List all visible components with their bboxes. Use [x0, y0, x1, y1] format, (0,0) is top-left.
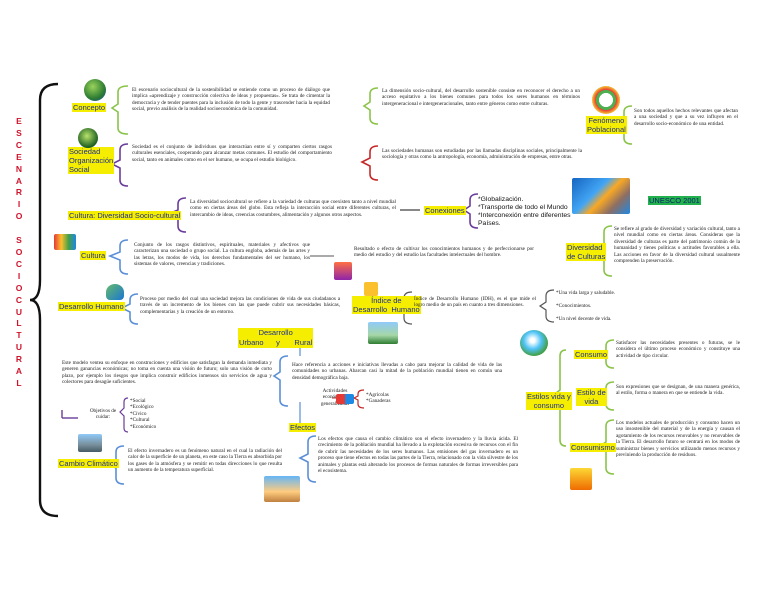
label-diversidad-culturas: Diversidad de Culturas: [566, 243, 607, 261]
side-title-letter: A: [15, 366, 23, 377]
text-sociedad: Sociedad es el conjunto de individuos qu…: [132, 144, 332, 163]
side-title-letter: N: [15, 163, 23, 174]
side-title-letter: O: [15, 211, 23, 222]
bracket-efectos: [298, 435, 317, 483]
text-resultado: Resultado o efecto de cultivar los conoc…: [354, 246, 534, 259]
hands-globe-picture: [520, 330, 548, 356]
bracket-concepto: [110, 85, 129, 135]
text-idh-list: *Una vida larga y saludable. *Conocimien…: [556, 290, 616, 322]
label-cultura-diversidad: Cultura: Diversidad Socio-cultural: [68, 211, 182, 220]
text-idh: Índice de Desarrollo Humano (IDH), es el…: [414, 296, 536, 309]
label-conexiones: Conexiones: [424, 206, 466, 215]
label-sociedad: Sociedad Organización Social: [68, 147, 115, 174]
bracket-dimension: [362, 87, 379, 125]
heart-earth-picture: [106, 284, 124, 300]
text-urbano: Hace referencia a acciones e iniciativas…: [292, 362, 502, 381]
bracket-sociedades: [360, 145, 379, 181]
label-idh: Índice de Desarrollo Humano: [352, 296, 421, 314]
bracket-urbano: [272, 355, 289, 407]
bracket-sociedad: [110, 143, 129, 187]
side-title-letter: U: [15, 306, 23, 317]
side-title-letter: O: [15, 246, 23, 257]
side-title-letter: O: [15, 282, 23, 293]
dancers-picture: [334, 262, 352, 280]
people-circle-icon: [592, 86, 620, 114]
culture-people-picture: [54, 234, 76, 250]
side-title-letter: C: [15, 139, 23, 150]
desert-picture: [264, 476, 300, 502]
text-diversidad: La diversidad sociocultural se refiere a…: [190, 199, 396, 218]
bracket-objetivos: [119, 397, 129, 433]
side-title-letter: C: [15, 258, 23, 269]
text-desarrollo-humano: Proceso por medio del cual una sociedad …: [140, 296, 340, 315]
idh-picture: [364, 282, 378, 296]
globe-icon: [84, 79, 106, 101]
text-diversidad-culturas: Se refiere al grado de diversidad y vari…: [614, 226, 740, 265]
text-fenomeno: Son todos aquellos hechos relevantes que…: [634, 108, 738, 127]
label-consumismo: Consumismo: [570, 443, 616, 452]
side-title-letter: S: [16, 235, 22, 246]
text-conexiones-list: *Globalización. *Transporte de todo el M…: [478, 196, 571, 227]
text-objetivos-list: *Social *Ecológico *Cívico *Cultural *Ec…: [130, 398, 157, 430]
label-cultura: Cultura: [80, 251, 107, 260]
label-cambio-climatico: Cambio Climático: [58, 459, 119, 468]
text-estilo-vida: Son expresiones que se designan, de una …: [616, 384, 740, 397]
label-fenomeno: Fenómeno Poblacional: [586, 116, 627, 134]
label-efectos: Efectos: [289, 423, 317, 432]
side-title-letter: E: [16, 151, 22, 162]
side-title-letter: L: [16, 377, 22, 388]
label-consumo: Consumo: [574, 350, 609, 359]
side-title-letter: S: [16, 127, 22, 138]
text-efectos: Los efectos que causa el cambio climátic…: [318, 436, 518, 475]
label-estilo-vida: Estilo de vida: [576, 388, 607, 406]
label-desarrollo-humano: Desarrollo Humano: [58, 302, 125, 311]
text-modelo: Este modelo ventea su enfoque en constru…: [62, 360, 272, 386]
world-map-picture: [572, 178, 630, 214]
side-title-letter: U: [15, 342, 23, 353]
side-title-letter: R: [15, 187, 23, 198]
side-title-letter: C: [15, 294, 23, 305]
label-unesco: UNESCO 2001: [648, 196, 701, 205]
bracket-idh-list: [538, 289, 555, 323]
text-actividades-list: *Agrícolas *Ganaderas: [366, 392, 391, 405]
label-estilos-consumo: Estilos vida y consumo: [526, 392, 572, 410]
arrow-pair-picture: [336, 394, 354, 404]
side-title-letter: L: [16, 318, 22, 329]
label-concepto: Concepto: [72, 103, 107, 112]
text-concepto: El escenario sociocultural de la sosteni…: [132, 87, 330, 113]
side-title-letter: T: [16, 330, 22, 341]
text-sociedades-humanas: Las sociedades humanas son estudiadas po…: [382, 148, 582, 161]
text-dimension: La dimensión socio-cultural, del desarro…: [382, 88, 580, 107]
main-bracket: [29, 82, 59, 518]
side-title-letter: A: [15, 175, 23, 186]
text-consumo: Satisfacer las necesidades presentes o f…: [616, 340, 740, 359]
label-desarrollo-urbano: Desarrollo Urbano y Rural: [238, 328, 314, 348]
society-globe-icon: [78, 128, 98, 148]
text-objetivos-label: Objetivos de cuidar:: [89, 408, 117, 421]
bracket-cultura: [107, 239, 129, 275]
text-cultura: Conjunto de los rasgos distintivos, espi…: [134, 242, 310, 268]
text-actividades-label: Actividades económicas generalizadas: [320, 388, 350, 407]
text-cambio: El efecto invernadero es un fenómeno nat…: [128, 448, 282, 474]
bracket-conexiones: [462, 193, 479, 229]
side-title-letter: R: [15, 354, 23, 365]
side-title-letter: E: [16, 116, 22, 126]
text-consumismo: Los modelos actuales de producción y con…: [616, 420, 740, 459]
side-title-letter: I: [17, 199, 21, 210]
side-title-letter: I: [17, 270, 21, 281]
consumer-picture: [570, 468, 592, 490]
side-title-letter: [13, 223, 25, 235]
landscape-picture: [368, 322, 398, 344]
city-picture: [78, 434, 102, 452]
